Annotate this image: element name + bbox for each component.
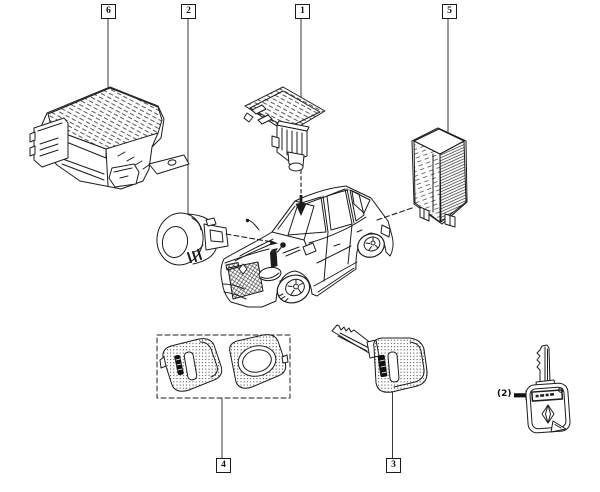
spare-key-illustration bbox=[514, 344, 571, 434]
callout-label: 6 bbox=[106, 5, 111, 16]
spare-key-quantity-note: (2) bbox=[497, 390, 512, 399]
callout-box-5[interactable]: 5 bbox=[442, 4, 457, 19]
receiver-unit-illustration bbox=[243, 86, 326, 172]
relay-module-illustration bbox=[411, 127, 468, 228]
callout-label: 5 bbox=[447, 5, 452, 16]
callout-box-2[interactable]: 2 bbox=[181, 4, 196, 19]
vehicle-illustration bbox=[220, 185, 394, 308]
callout-box-4[interactable]: 4 bbox=[216, 458, 231, 473]
callout-label: 1 bbox=[300, 5, 305, 16]
callout-leader-lines bbox=[107, 17, 449, 458]
control-unit-illustration bbox=[29, 86, 190, 190]
callout-label: 4 bbox=[221, 459, 226, 470]
transponder-ring-illustration bbox=[156, 212, 229, 266]
callout-label: 2 bbox=[186, 5, 191, 16]
callout-label: 3 bbox=[391, 459, 396, 470]
location-markers bbox=[225, 169, 413, 268]
quantity-text: (2) bbox=[497, 389, 512, 399]
callout-box-1[interactable]: 1 bbox=[295, 4, 310, 19]
fob-covers-illustration bbox=[156, 334, 291, 399]
callout-box-6[interactable]: 6 bbox=[101, 4, 116, 19]
key-with-fob-illustration bbox=[331, 324, 428, 393]
callout-box-3[interactable]: 3 bbox=[386, 458, 401, 473]
